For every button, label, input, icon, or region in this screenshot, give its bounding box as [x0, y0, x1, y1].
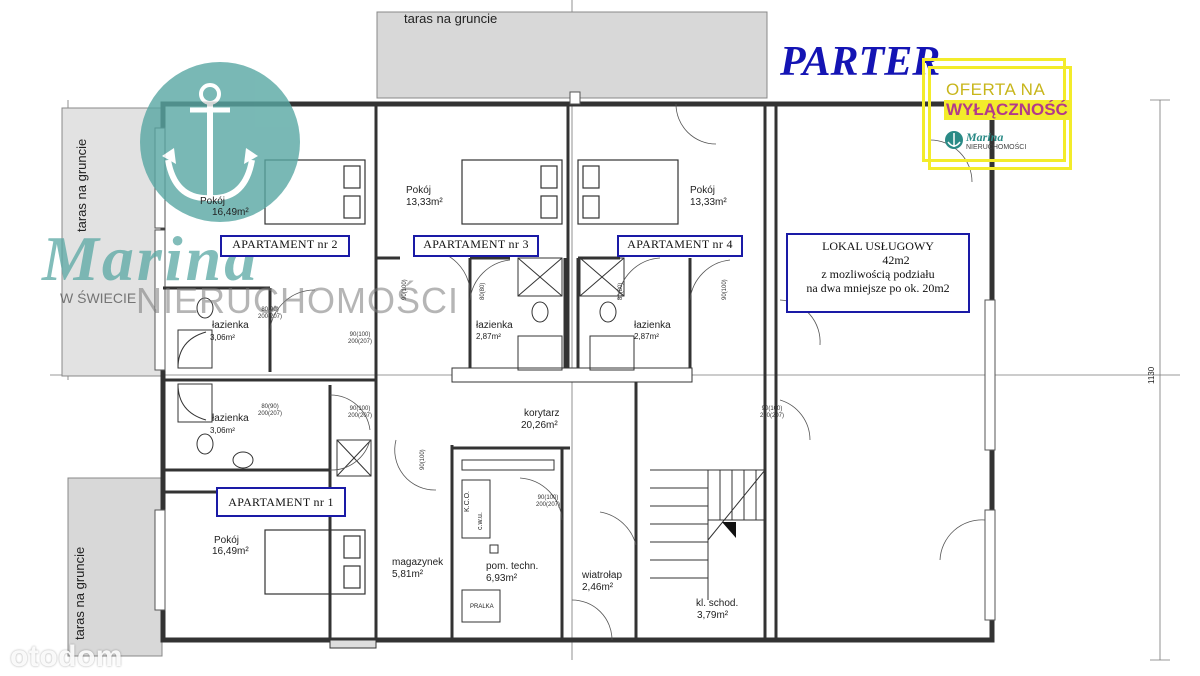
room-name: korytarz — [524, 408, 560, 419]
room-area: 6,93m² — [486, 573, 518, 584]
terrace-left-bottom-label: taras na gruncie — [72, 546, 87, 640]
door-tag: 90(100)200(207) — [536, 495, 561, 508]
room-area: 3,06m² — [210, 426, 235, 435]
badge-logo-icon — [945, 131, 963, 149]
exclusive-offer-badge: OFERTA NA WYŁĄCZNOŚĆ Marina NIERUCHOMOŚC… — [922, 58, 1072, 170]
page-title: PARTER — [780, 39, 941, 85]
room-name: kl. schod. — [696, 598, 739, 609]
room-area: 2,87m² — [476, 332, 501, 341]
door-tag: 80(80) — [618, 282, 624, 300]
washer-label: PRALKA — [470, 604, 494, 610]
watermark-line-main: NIERUCHOMOŚCI — [136, 280, 460, 321]
door-tag: 90(100) — [420, 449, 426, 470]
commercial-unit-box: LOKAL USŁUGOWY 42m2 z mozliwością podzia… — [786, 233, 970, 313]
terrace-left-top-label: taras na gruncie — [74, 138, 89, 232]
badge-line-1: OFERTA NA — [946, 80, 1046, 99]
room-name: łazienka — [634, 320, 671, 331]
badge-brand-sub: NIERUCHOMOŚCI — [966, 144, 1027, 151]
water-heater-label: c.w.u. — [477, 512, 484, 530]
site-watermark: otodom — [10, 640, 123, 673]
dimension-label: 1130 — [1147, 366, 1156, 384]
room-area: 13,33m² — [406, 197, 443, 208]
watermark-line-prefix: W ŚWIECIE — [60, 290, 137, 306]
room-area: 16,49m² — [212, 207, 249, 218]
door-swings — [269, 103, 986, 641]
door-tag: 80(90)200(207) — [258, 307, 283, 320]
room-area: 16,49m² — [212, 546, 249, 557]
room-name: łazienka — [212, 320, 249, 331]
staircase — [650, 469, 766, 600]
door-tag: 80(80) — [480, 282, 486, 300]
room-area: 2,87m² — [634, 332, 659, 341]
room-name: Pokój — [200, 196, 226, 207]
lokal-area: 42m2 — [882, 253, 910, 267]
apartment-4-label: APARTAMENT nr 4 — [617, 235, 743, 257]
room-area: 13,33m² — [690, 197, 727, 208]
room-name: wiatrołap — [582, 570, 623, 581]
room-name: Pokój — [690, 185, 716, 196]
room-name: Pokój — [214, 535, 240, 546]
badge-brand: Marina — [966, 130, 1004, 144]
lokal-title: LOKAL USŁUGOWY — [822, 239, 934, 253]
door-tag: 90(100)200(207) — [348, 332, 373, 345]
apartment-2-label: APARTAMENT nr 2 — [220, 235, 350, 257]
room-area: 3,79m² — [697, 610, 729, 621]
room-name: łazienka — [212, 413, 249, 424]
anchor-watermark-icon — [140, 62, 300, 222]
room-area: 5,81m² — [392, 569, 424, 580]
watermark-brand: Marina — [42, 223, 260, 294]
boiler-label: K.C.O. — [464, 490, 471, 512]
apartment-3-label: APARTAMENT nr 3 — [413, 235, 539, 257]
room-name: łazienka — [476, 320, 513, 331]
door-tag: 90(100) — [402, 279, 408, 300]
room-name: magazynek — [392, 557, 444, 568]
badge-frame — [928, 66, 1072, 170]
lokal-note-1: z mozliwością podziału — [821, 267, 935, 281]
apartment-1-label: APARTAMENT nr 1 — [216, 487, 346, 517]
door-tag: 80(90)200(207) — [258, 404, 283, 417]
door-tag: 90(100)200(207) — [348, 406, 373, 419]
room-area: 2,46m² — [582, 582, 614, 593]
badge-line-2: WYŁĄCZNOŚĆ — [944, 100, 1070, 120]
room-name: Pokój — [406, 185, 432, 196]
bathroom-fixtures — [177, 257, 635, 623]
door-tag: 90(100)200(207) — [760, 406, 785, 419]
room-area: 20,26m² — [521, 420, 558, 431]
room-area: 3,06m² — [210, 333, 235, 342]
room-name: pom. techn. — [486, 561, 539, 572]
lokal-note-2: na dwa mniejsze po ok. 20m2 — [806, 281, 950, 295]
terrace-top-label: taras na gruncie — [404, 11, 498, 26]
door-tag: 90(100) — [722, 279, 728, 300]
